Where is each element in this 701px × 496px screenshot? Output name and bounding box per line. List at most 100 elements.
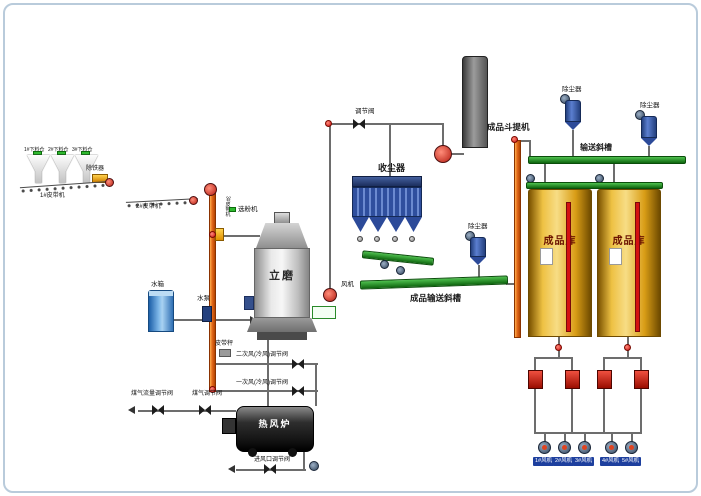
fan-manifold <box>534 432 642 434</box>
deduster3-body[interactable] <box>470 237 486 257</box>
bag-filter-hopper-1 <box>352 217 369 232</box>
hopper-shape <box>27 155 50 183</box>
feeder-drop-1 <box>534 389 536 433</box>
silo1-junction-dot <box>555 344 562 351</box>
top-chute <box>528 156 686 164</box>
belt3-label: 3#皮带机 <box>224 196 231 217</box>
discharge-fan5-tag: 5#风机 <box>620 457 642 466</box>
silo1-drop-a <box>534 357 536 370</box>
water-tank-label: 水箱 <box>151 281 164 288</box>
silo2-drop-a <box>603 357 605 370</box>
hot-air-riser <box>267 340 269 406</box>
discharge-feeder-2[interactable] <box>565 370 580 389</box>
rotary-valve-3[interactable] <box>392 236 398 242</box>
fan-core <box>609 445 614 450</box>
belt1-label: 1#皮带机 <box>40 193 65 199</box>
rotary-valve-4[interactable] <box>409 236 415 242</box>
mill-flare <box>247 318 317 332</box>
secondary-air-valve[interactable] <box>292 359 304 369</box>
deduster1-cone <box>565 122 581 130</box>
mill-motor[interactable] <box>244 296 254 310</box>
feed-hopper-2[interactable] <box>51 155 74 183</box>
rotary-valve-2[interactable] <box>374 236 380 242</box>
deduster3-cone <box>470 257 486 265</box>
hopper1-indicator <box>33 151 42 155</box>
regulating-valve[interactable] <box>353 119 365 129</box>
hopper3-label: 3#下料仓 <box>72 147 93 153</box>
bucket-elevator-label: 成品斗提机 <box>487 122 530 132</box>
deduster2-fan[interactable] <box>635 110 645 120</box>
air-inlet-fan[interactable] <box>309 461 319 471</box>
belt1-drive-pulley[interactable] <box>105 178 114 187</box>
bag-filter[interactable] <box>352 176 422 238</box>
deduster3-drop <box>478 265 480 281</box>
belt2-label: 2#皮带机 <box>136 204 161 210</box>
bucket-elevator-body <box>514 140 521 338</box>
silo-top-chute <box>526 182 663 189</box>
cold-air-drop <box>315 364 317 406</box>
deduster1-label: 除尘器 <box>562 86 582 93</box>
bag-filter-hopper-2 <box>369 217 387 232</box>
elevator-head-line <box>521 140 531 142</box>
feeder-gate[interactable] <box>215 228 224 241</box>
hopper-shape <box>51 155 74 183</box>
mill-fan[interactable] <box>323 288 337 302</box>
fan-drop-3 <box>584 432 586 442</box>
discharge-fan-4[interactable] <box>605 441 618 454</box>
chute-motor-b[interactable] <box>396 266 405 275</box>
fan-drop-2 <box>564 432 566 442</box>
primary-air-valve[interactable] <box>292 386 304 396</box>
silo2-junction-dot <box>624 344 631 351</box>
gas-flow-valve-label: 煤气流量调节阀 <box>131 391 174 397</box>
gas-inlet-arrow <box>128 406 135 414</box>
mill-base <box>257 332 307 340</box>
hot-air-furnace[interactable]: 热风炉 <box>236 406 314 452</box>
fan-drop-5 <box>631 432 633 442</box>
product-silo-2[interactable]: 成品库 <box>597 189 661 337</box>
discharge-fan-1[interactable] <box>538 441 551 454</box>
classifier-cone[interactable] <box>256 223 308 248</box>
discharge-fan-2[interactable] <box>558 441 571 454</box>
silo2-drop-b <box>640 357 642 370</box>
discharge-feeder-3[interactable] <box>597 370 612 389</box>
junction-dot-pipe-bottom <box>209 386 216 393</box>
duct-fan-drop <box>442 124 444 147</box>
mill-indicator-box[interactable] <box>312 306 336 319</box>
mill-body[interactable] <box>254 248 310 318</box>
main-exhaust-fan[interactable] <box>434 145 452 163</box>
mill-fan-label: 风机 <box>341 281 354 288</box>
mill-label: 立磨 <box>269 270 295 282</box>
chute-motor-a[interactable] <box>380 260 389 269</box>
discharge-fan-5[interactable] <box>625 441 638 454</box>
gas-flow-valve[interactable] <box>152 405 164 415</box>
silo1-drop-b <box>571 357 573 370</box>
feed-hopper-1[interactable] <box>27 155 50 183</box>
air-inlet-valve[interactable] <box>264 464 276 474</box>
rotary-valve-1[interactable] <box>357 236 363 242</box>
discharge-feeder-1[interactable] <box>528 370 543 389</box>
belt2-drive-pulley[interactable] <box>189 196 198 205</box>
elevator-head-dot <box>511 136 518 143</box>
bag-filter-hopper-3 <box>387 217 405 232</box>
secondary-air-line <box>216 363 318 365</box>
water-tank[interactable] <box>148 290 174 332</box>
belt3-head-pump[interactable] <box>204 183 217 196</box>
belt-scale-device[interactable] <box>219 349 231 357</box>
discharge-fan-3[interactable] <box>578 441 591 454</box>
collector-chute <box>361 250 435 266</box>
product-silo-1[interactable]: 成品库 <box>528 189 592 337</box>
gas-valve[interactable] <box>199 405 211 415</box>
discharge-feeder-4[interactable] <box>634 370 649 389</box>
silo2-level-window <box>609 248 622 265</box>
classifier-indicator <box>229 207 236 212</box>
deduster1-body[interactable] <box>565 100 581 122</box>
deduster2-body[interactable] <box>641 116 657 138</box>
feeder-drop-4 <box>640 389 642 433</box>
fan-drop-1 <box>544 432 546 442</box>
duct-mill-riser <box>329 124 331 300</box>
elevator-boot-line <box>506 283 515 285</box>
water-pump[interactable] <box>202 306 212 322</box>
air-inlet-drop <box>303 452 305 470</box>
furnace-label: 热风炉 <box>258 419 292 429</box>
